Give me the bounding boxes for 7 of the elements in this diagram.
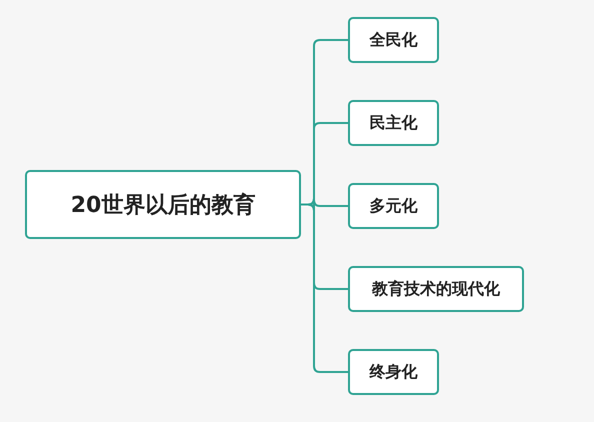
branch-box: 全民化 bbox=[348, 17, 439, 63]
connector-line bbox=[301, 204, 348, 373]
branch-box: 民主化 bbox=[348, 100, 439, 146]
topic-box: 20世界以后的教育 bbox=[25, 170, 301, 239]
branch-box: 教育技术的现代化 bbox=[348, 266, 524, 312]
branch-box: 终身化 bbox=[348, 349, 439, 395]
branch-box: 多元化 bbox=[348, 183, 439, 229]
